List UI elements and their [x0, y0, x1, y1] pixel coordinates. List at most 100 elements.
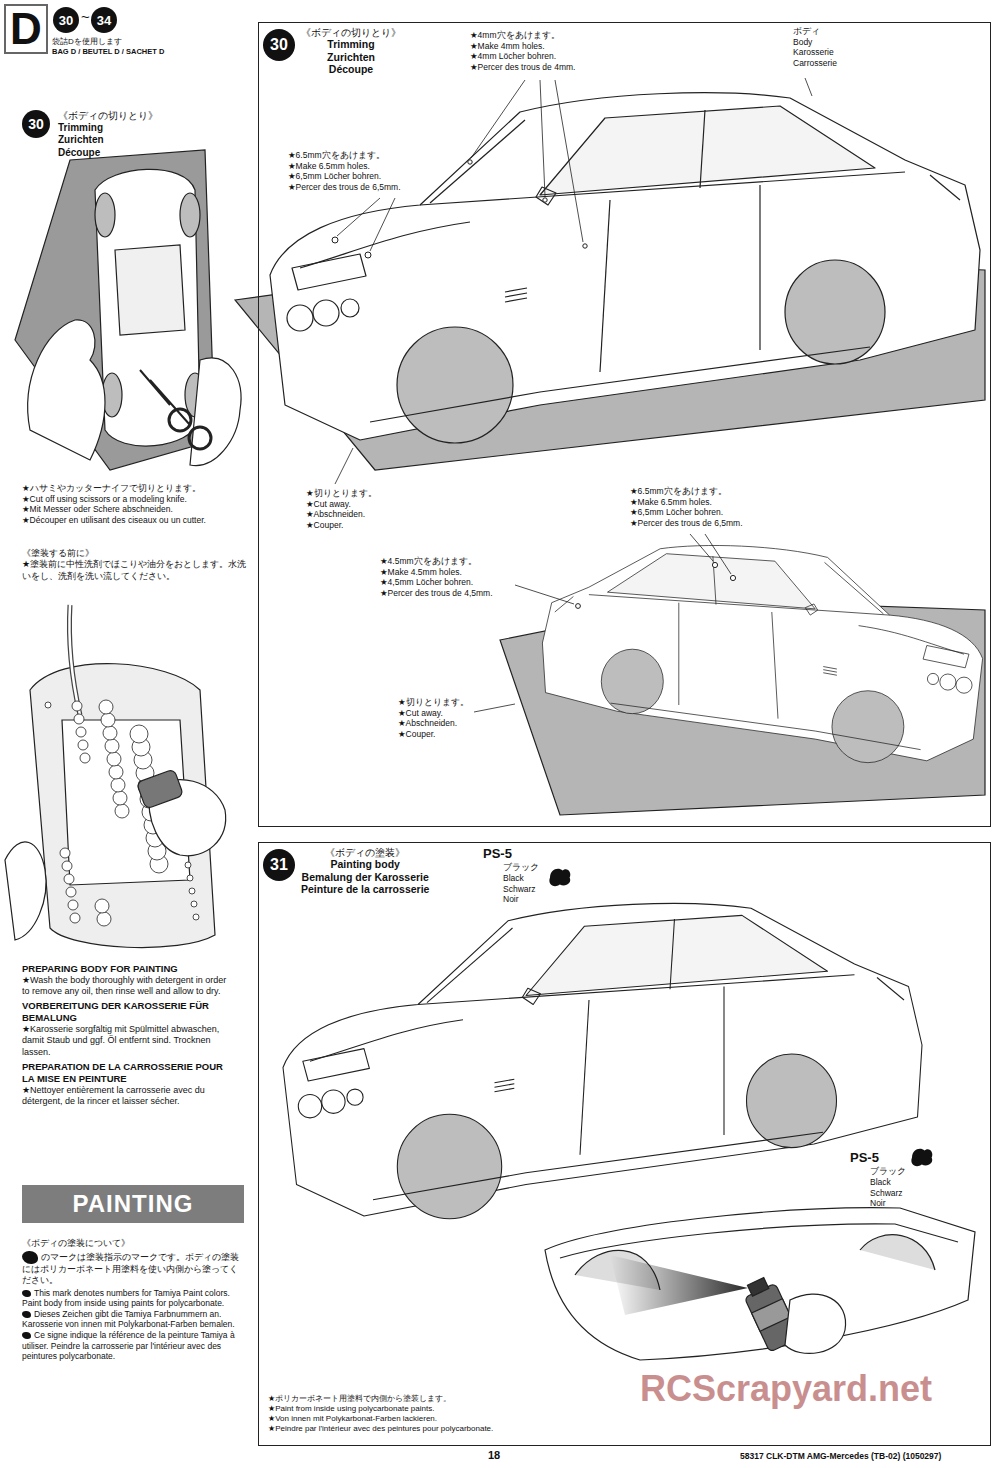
trimming-illustration: [15, 150, 215, 470]
instruction-note-group: 《塗装する前に》★塗装前に中性洗剤でほこりや油分をおとします。水洗いをし、洗剤を…: [22, 548, 247, 582]
soap-bubble: [74, 714, 84, 724]
step-number-text: 30: [270, 37, 288, 53]
text-holder: D: [10, 7, 42, 51]
soap-bubble: [64, 874, 74, 884]
part-name: Karosserie: [793, 47, 903, 58]
paint-color: Schwarz: [850, 1188, 930, 1199]
instruction-note: PREPARATION DE LA CARROSSERIE POUR LA MI…: [22, 1061, 232, 1085]
step-heading: 《ボディの切りとり》: [58, 110, 238, 122]
soap-bubble: [97, 912, 111, 926]
body-trimming-illustration: [468, 160, 472, 164]
trimming-illustration: [140, 370, 190, 425]
callout-note: ★Abschneiden.: [398, 718, 508, 729]
trimming-illustration: [190, 358, 241, 466]
text-holder: 《ボディの切りとり》TrimmingZurichtenDécoupe: [301, 27, 401, 75]
step-heading: Découpe: [301, 63, 401, 75]
range-sign-group: ~: [81, 8, 93, 27]
soap-bubble: [101, 713, 115, 727]
paint-color: ブラック: [483, 862, 563, 873]
instruction-note: ★Nettoyer entièrement la carrosserie ave…: [22, 1085, 232, 1108]
body-painting-illustration: [752, 1299, 791, 1331]
trimming-illustration: [15, 150, 241, 470]
paint-color: Noir: [483, 894, 563, 905]
washing-illustration: [5, 842, 46, 940]
step-heading: Zurichten: [301, 51, 401, 63]
callout-note-group: ★4.5mm穴をあけます。★Make 4.5mm holes.★4,5mm Lö…: [380, 556, 555, 599]
step-number-text: 31: [270, 857, 288, 873]
callout-note: ★切りとります。: [306, 488, 416, 499]
soap-bubble: [191, 901, 197, 907]
paint-color: PS-5: [483, 846, 563, 862]
page-number: 18: [488, 1449, 518, 1463]
step-heading: Peinture de la carrosserie: [301, 883, 429, 895]
soap-bubble: [80, 753, 90, 763]
callout-note-group: ★4mm穴をあけます。★Make 4mm holes.★4mm Löcher b…: [470, 30, 645, 73]
step-heading: Découpe: [58, 147, 238, 160]
catalog-number: 58317 CLK-DTM AMG-Mercedes (TB-02) (1050…: [740, 1451, 995, 1462]
painting-note: Dieses Zeichen gibt die Tamiya Farbnumme…: [22, 1309, 240, 1330]
text-holder: PAINTING: [73, 1192, 194, 1216]
soap-bubble: [62, 861, 72, 871]
paint-color: Black: [850, 1177, 930, 1188]
instruction-note: 《塗装する前に》: [22, 548, 247, 559]
body-trimming-illustration: [543, 198, 547, 202]
leader-line: [337, 198, 380, 236]
trimming-illustration: [115, 245, 185, 335]
soap-bubble: [130, 725, 148, 743]
callout-note: ★4.5mm穴をあけます。: [380, 556, 555, 567]
soap-bubble: [95, 899, 109, 913]
callout-note: ★Make 6.5mm holes.: [630, 497, 805, 508]
soap-bubble: [66, 887, 76, 897]
body-painting-illustration: [545, 1208, 975, 1360]
trimming-illustration: [95, 193, 115, 237]
text-holder: 30: [59, 14, 73, 27]
callout-note: ★Percer des trous de 4mm.: [470, 62, 645, 73]
leader-line: [515, 585, 574, 604]
instruction-note: ★ハサミやカッターナイフで切りとります。: [22, 483, 247, 494]
instruction-note: ★ポリカーボネート用塗料で内側から塗装します。: [268, 1394, 608, 1404]
body-painting-illustration: [283, 903, 922, 1218]
leader-line: [705, 534, 731, 574]
paint-color: Schwarz: [483, 884, 563, 895]
body-trimming-illustration: [576, 562, 736, 608]
soap-bubble: [99, 700, 113, 714]
trimming-illustration: [189, 427, 211, 449]
leader-line: [474, 704, 515, 712]
step-heading: 《ボディの切りとり》: [301, 27, 401, 38]
callout-note: ★Percer des trous de 6,5mm.: [288, 182, 463, 193]
leader-line: [555, 80, 583, 242]
instruction-note: ★Mit Messer oder Schere abschneiden.: [22, 504, 247, 515]
callout-note: ★切りとります。: [398, 697, 508, 708]
soap-bubble: [193, 914, 199, 920]
paint-color: Black: [483, 873, 563, 884]
text-holder: 34: [97, 14, 111, 27]
callout-note: ★Cut away.: [398, 708, 508, 719]
washing-illustration: [5, 605, 226, 948]
section-banner: PAINTING: [22, 1185, 244, 1223]
step-panel: 《ボディの切りとり》TrimmingZurichtenDécoupe 30: [258, 22, 991, 827]
painting-note: This mark denotes numbers for Tamiya Pai…: [22, 1288, 240, 1309]
callout-note: ★Make 4mm holes.: [470, 41, 645, 52]
instruction-note-group: ★ポリカーボネート用塗料で内側から塗装します。★Paint from insid…: [268, 1394, 608, 1434]
step-number-text: 30: [28, 117, 44, 131]
range-sign: ~: [81, 8, 93, 27]
callout-note: ★6,5mm Löcher bohren.: [288, 171, 463, 182]
body-trimming-illustration: [583, 244, 587, 248]
instruction-note-group: PREPARING BODY FOR PAINTING★Wash the bod…: [22, 963, 232, 1107]
callout-note: ★6.5mm穴をあけます。: [288, 150, 463, 161]
step-heading: Painting body: [301, 858, 429, 870]
callout-note: ★4mm穴をあけます。: [470, 30, 645, 41]
instruction-note: ★Peindre par l'intérieur avec des peintu…: [268, 1424, 608, 1434]
watermark: RCScrapyard.net: [640, 1366, 980, 1411]
body-painting-illustration: [610, 1255, 748, 1315]
callout-note-group: ★6.5mm穴をあけます。★Make 6.5mm holes.★6,5mm Lö…: [630, 486, 805, 529]
body-painting-illustration: [747, 1278, 768, 1296]
body-trimming-illustration: [730, 575, 735, 580]
step-number: 30: [263, 29, 295, 61]
step-number: 30: [53, 7, 79, 33]
instruction-note: VORBEREITUNG DER KAROSSERIE FÜR BEMALUNG: [22, 1000, 232, 1024]
step-number-text: 30: [59, 14, 73, 27]
section-badge: D: [4, 4, 48, 54]
step-heading: Trimming: [301, 38, 401, 50]
callout-note-group: ★切りとります。★Cut away.★Abschneiden.★Couper.: [398, 697, 508, 740]
